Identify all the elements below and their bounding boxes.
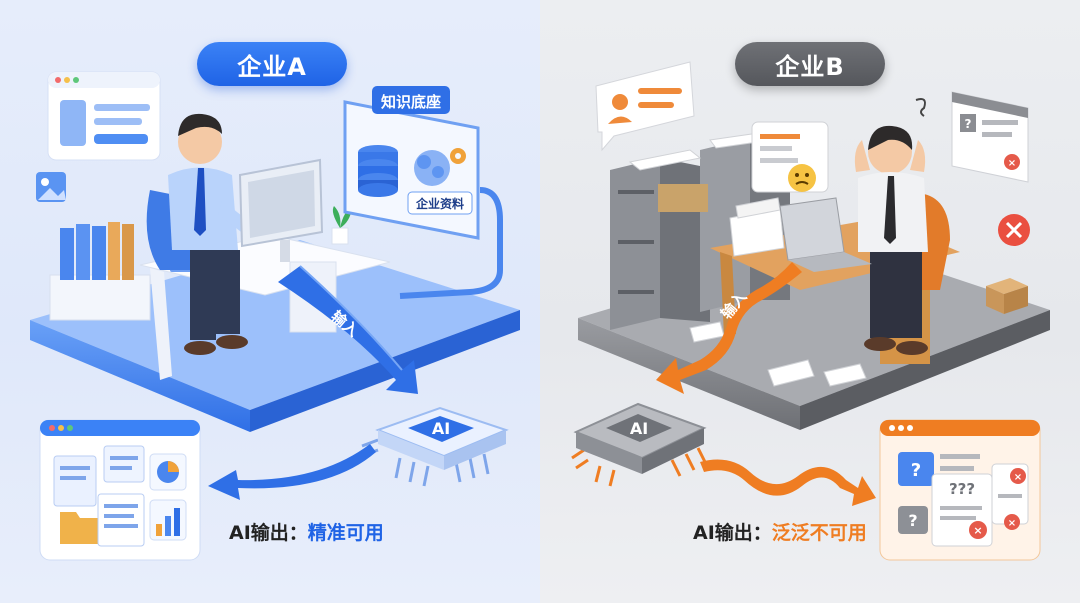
enterprise-docs-label: 企业资料 <box>415 196 464 211</box>
ai-chip-icon-b <box>571 402 708 487</box>
company-b-illustration: ? × <box>571 61 1050 561</box>
output-result-a: AI输出：精准可用 <box>229 518 384 545</box>
output-window-a <box>39 419 201 561</box>
folder-icon <box>60 512 100 544</box>
output-prefix-a: AI输出： <box>229 522 308 544</box>
chip-label-a: AI <box>432 419 450 438</box>
svg-text:?: ? <box>965 117 972 131</box>
question-card-icon-2: ? <box>898 506 928 534</box>
pie-chart-icon <box>149 453 187 491</box>
confused-emoji-bubble <box>751 121 829 193</box>
question-card-icon: ? <box>898 452 934 486</box>
chat-bubble-icon <box>595 61 695 152</box>
output-value-a: 精准可用 <box>307 522 384 544</box>
input-arrow <box>278 265 418 394</box>
svg-text:×: × <box>1008 158 1016 169</box>
stressed-employee-figure <box>854 98 928 355</box>
binder-cabinet <box>49 222 151 321</box>
floating-window-icon <box>47 71 161 161</box>
bar-chart-icon <box>149 499 187 541</box>
output-window-b: ? ? × × × <box>879 419 1041 561</box>
svg-text:?: ? <box>908 511 917 530</box>
office-platform <box>30 240 520 432</box>
database-icon <box>358 145 398 197</box>
input-arrow-b <box>656 262 802 394</box>
svg-text:×: × <box>973 524 982 537</box>
unknown-mark: ??? <box>949 480 975 498</box>
knowledge-base-screen <box>343 86 503 299</box>
ai-chip-icon <box>361 406 509 487</box>
error-window-icon: ? × <box>951 91 1029 183</box>
employee-figure-a <box>168 113 262 355</box>
svg-text:×: × <box>1014 472 1022 483</box>
company-a-panel: 企业A <box>0 0 540 603</box>
company-a-title: 企业A <box>197 42 347 86</box>
scattered-papers <box>689 321 867 387</box>
output-result-b: AI输出：泛泛不可用 <box>693 518 867 545</box>
laptop-icon <box>779 197 872 272</box>
output-prefix-b: AI输出： <box>693 522 772 544</box>
knowledge-base-label: 知识底座 <box>381 93 441 111</box>
svg-text:×: × <box>1008 518 1016 529</box>
error-circle-icon <box>998 214 1030 246</box>
company-b-panel: 企业B ? × <box>540 0 1080 603</box>
image-icon <box>36 172 66 202</box>
company-a-illustration: 知识底座 企业资料 输入 AI <box>30 71 520 561</box>
brain-gear-icon <box>414 148 466 186</box>
company-b-title: 企业B <box>735 42 885 86</box>
svg-text:?: ? <box>911 460 921 481</box>
computer-monitor <box>238 158 324 262</box>
output-arrow <box>208 444 376 500</box>
output-value-b: 泛泛不可用 <box>771 522 867 544</box>
output-arrow-b <box>700 459 876 506</box>
box-icon <box>986 278 1028 314</box>
chip-label-b: AI <box>630 419 648 438</box>
